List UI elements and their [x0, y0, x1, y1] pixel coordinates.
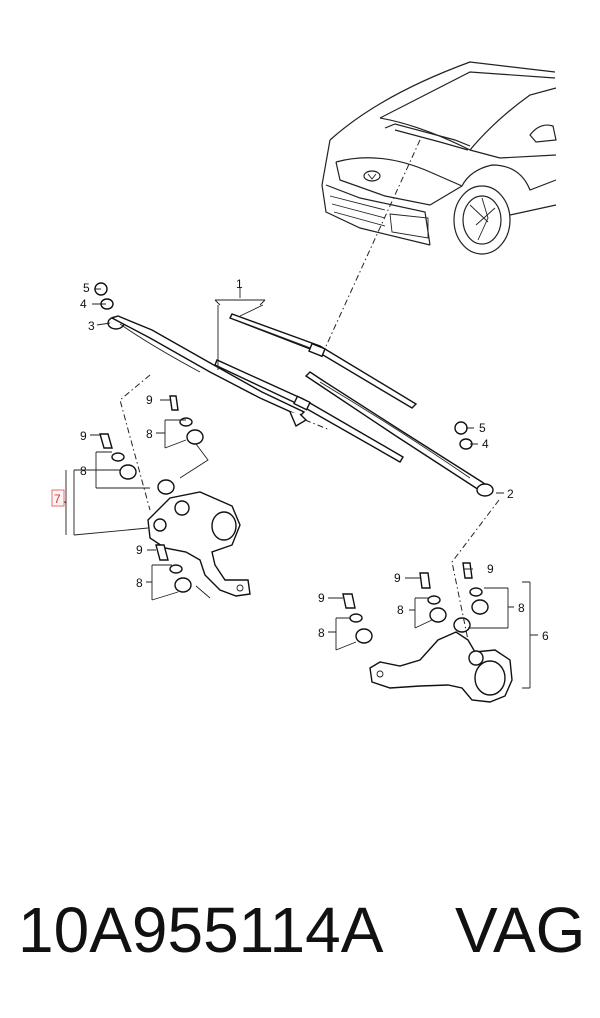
wiper-motor-left: [147, 491, 251, 597]
callout-6: 6: [542, 629, 549, 643]
wiper-arm-left: [107, 315, 308, 428]
callout-2: 2: [507, 487, 514, 501]
callout-8-e: 8: [518, 601, 525, 615]
wiper-motor-right: [369, 631, 513, 703]
callout-8-c: 8: [136, 576, 143, 590]
car-illustration: [321, 61, 557, 255]
callout-8-a: 8: [146, 427, 153, 441]
callout-4-right: 4: [482, 437, 489, 451]
callout-8-b: 8: [80, 464, 87, 478]
callout-9-c: 9: [136, 543, 143, 557]
brand-label: VAG: [455, 894, 586, 966]
callout-7: 7: [54, 492, 61, 506]
callout-4-left: 4: [80, 297, 87, 311]
callout-9-e: 9: [487, 562, 494, 576]
callout-9-f: 9: [318, 591, 325, 605]
callout-9-a: 9: [146, 393, 153, 407]
callout-7-highlight: [51, 489, 65, 507]
callout-9-b: 9: [80, 429, 87, 443]
wiper-blade-lower: [214, 359, 404, 463]
leader-line-car: [321, 139, 421, 356]
callouts: 1 2 3 4 4 5 5 6 7 8 8 8 8 8 8 9 9 9 9 9 …: [51, 277, 549, 643]
wiper-blade-upper: [229, 313, 418, 409]
bolts: [99, 395, 473, 609]
cap-right: [454, 421, 468, 435]
part-number: 10A955114A: [18, 894, 384, 966]
callout-1: 1: [236, 277, 243, 291]
callout-5-right: 5: [479, 421, 486, 435]
callout-8-d: 8: [397, 603, 404, 617]
callout-8-f: 8: [318, 626, 325, 640]
grommets: [111, 417, 489, 644]
callout-9-d: 9: [394, 571, 401, 585]
wiper-arm-right: [304, 371, 494, 497]
callout-3: 3: [88, 319, 95, 333]
callout-5-left: 5: [83, 281, 90, 295]
